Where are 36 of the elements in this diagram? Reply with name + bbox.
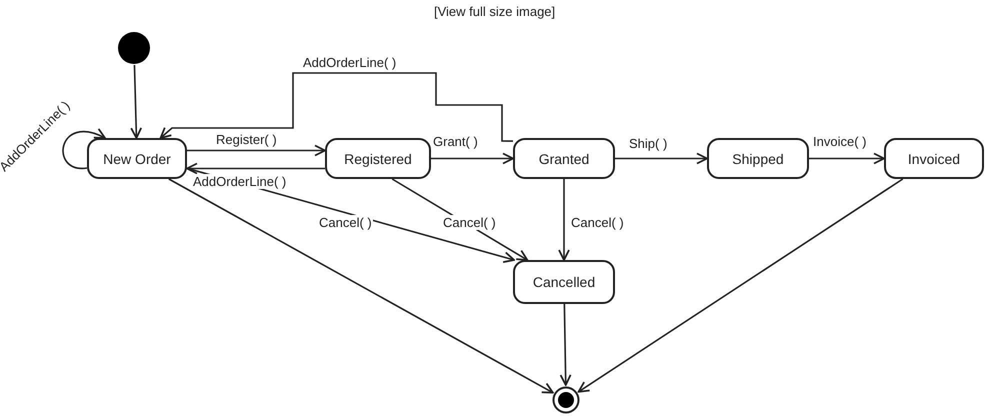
transition-label: Ship( ) bbox=[628, 136, 668, 151]
final-state-circle bbox=[552, 386, 580, 414]
transition-arrow bbox=[186, 162, 325, 174]
transition-arrow bbox=[578, 178, 904, 393]
transition-label: Cancel( ) bbox=[570, 215, 625, 230]
state-name: Registered bbox=[344, 150, 412, 166]
transition-arrow bbox=[62, 128, 106, 169]
transition-label: Cancel( ) bbox=[318, 215, 373, 230]
view-full-size-link: [View full size image] bbox=[434, 4, 556, 19]
state-box bbox=[325, 138, 431, 179]
state-name: New Order bbox=[103, 150, 171, 166]
transition-label: Cancel( ) bbox=[442, 215, 497, 230]
state-box bbox=[513, 260, 615, 304]
state-name: Granted bbox=[538, 150, 590, 166]
transition-label: Grant( ) bbox=[432, 134, 479, 149]
state-box bbox=[513, 138, 615, 179]
transition-label: AddOrderLine( ) bbox=[192, 174, 288, 189]
initial-state-circle bbox=[118, 32, 150, 64]
transition-arrow bbox=[558, 179, 570, 261]
transition-arrow bbox=[560, 304, 572, 386]
transition-arrow bbox=[809, 152, 885, 164]
transition-arrow bbox=[187, 144, 326, 156]
state-box bbox=[87, 138, 187, 179]
transition-arrow bbox=[160, 72, 513, 142]
state-name: Cancelled bbox=[532, 274, 596, 290]
state-box bbox=[707, 138, 809, 179]
state-box bbox=[884, 138, 984, 179]
transition-arrow bbox=[615, 152, 708, 164]
transition-arrow bbox=[130, 64, 142, 139]
transition-arrow bbox=[431, 152, 514, 164]
transition-arrow bbox=[168, 178, 554, 394]
state-name: Shipped bbox=[732, 150, 784, 166]
transition-label: AddOrderLine( ) bbox=[302, 55, 398, 70]
state-name: Invoiced bbox=[908, 150, 960, 166]
transition-label: Invoice( ) bbox=[812, 134, 868, 149]
transition-label: Register( ) bbox=[215, 132, 278, 147]
